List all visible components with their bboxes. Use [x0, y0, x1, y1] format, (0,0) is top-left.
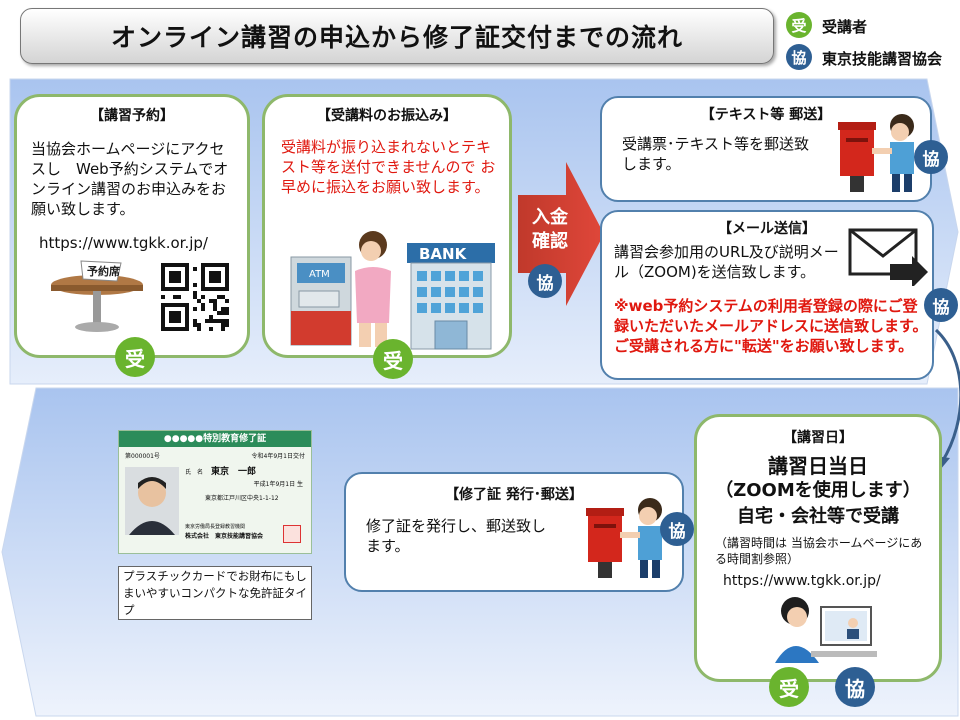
step-email-card: 【メール送信】 講習会参加用のURL及び説明メール（ZOOM)を送信致します。 … [600, 210, 934, 380]
atm-illustration: ATM [290, 231, 391, 347]
step-reservation-heading: 【講習予約】 [90, 108, 174, 124]
mailbox-illustration [586, 498, 662, 578]
step-payment-card: 【受講料のお振込み】 受講料が振り込まれないとテキスト等を送付できませんので お… [262, 94, 512, 379]
card-description-box: プラスチックカードでお財布にもしまいやすいコンパクトな免許証タイプ [118, 566, 312, 620]
payment-confirm-line2: 確認 [532, 231, 568, 252]
step-payment-body: 受講料が振り込まれないとテキスト等を送付できませんので お早めに振込をお願い致し… [281, 138, 496, 196]
lecture-day-line1: 講習日当日 [768, 454, 868, 478]
legend-trainee-badge: 受 [786, 12, 812, 38]
step-certificate-body: 修了証を発行し、郵送致します。 [366, 517, 547, 555]
certificate-address: 東京都江戸川区中央1-1-12 [205, 495, 279, 502]
association-badge: 協 [914, 140, 948, 174]
trainee-badge: 受 [115, 337, 155, 377]
step-email-body: 講習会参加用のURL及び説明メール（ZOOM)を送信致します。 [614, 243, 839, 281]
certificate-card-image: ●●●●●特別教育修了証 第000001号 令和4年9月1日交付 氏 名 東京 … [118, 430, 312, 554]
mailbox-illustration [838, 114, 914, 192]
certificate-header: ●●●●●特別教育修了証 [119, 431, 311, 447]
legend-trainee-label: 受講者 [822, 18, 868, 36]
step-lecture-day-heading: 【講習日】 [783, 430, 853, 446]
certificate-issue-date: 令和4年9月1日交付 [251, 453, 305, 460]
association-badge: 協 [528, 264, 562, 298]
certificate-birth: 平成1年9月1日 生 [253, 481, 303, 488]
certificate-number: 第000001号 [125, 453, 160, 460]
certificate-name: 東京 一郎 [211, 467, 257, 477]
legend-association-badge: 協 [786, 44, 812, 70]
step-payment-heading: 【受講料のお振込み】 [317, 108, 457, 124]
step-email-heading: 【メール送信】 [718, 221, 816, 237]
trainee-badge: 受 [373, 339, 413, 379]
lecture-day-line3: 自宅・会社等で受講 [737, 506, 899, 527]
step-lecture-day-card: 【講習日】 講習日当日 （ZOOMを使用します） 自宅・会社等で受講 （講習時間… [694, 414, 942, 707]
reserved-sign-text: 予約席 [87, 264, 120, 278]
step-certificate-heading: 【修了証 発行･郵送】 [445, 487, 583, 503]
reserved-table-illustration: 予約席 [51, 260, 143, 332]
page-title: オンライン講習の申込から修了証交付までの流れ [20, 8, 774, 64]
lecture-day-url[interactable]: https://www.tgkk.or.jp/ [723, 573, 881, 589]
legend-association-label: 東京技能講習協会 [822, 50, 943, 68]
step-reservation-body: 当協会ホームページにアクセスし Web予約システムでオンライン講習のお申込みをお… [31, 140, 229, 218]
card-description-text: プラスチックカードでお財布にもしまいやすいコンパクトな免許証タイプ [123, 569, 307, 617]
connector-curve [934, 328, 960, 463]
bank-illustration: BANK [407, 243, 495, 350]
step-text-mailing-body: 受講票･テキスト等を郵送致します。 [622, 135, 810, 173]
qr-code[interactable] [161, 263, 229, 331]
step-text-mailing-card: 【テキスト等 郵送】 受講票･テキスト等を郵送致します。 [600, 96, 932, 202]
lecture-day-line2: （ZOOMを使用します） [715, 480, 921, 501]
certificate-issuer2: 株式会社 東京技能講習協会 [185, 533, 264, 540]
step-email-note: ※web予約システムの利用者登録の際にご登録いただいたメールアドレスに送信致しま… [614, 297, 928, 355]
email-send-icon [848, 228, 928, 286]
step-reservation-card: 【講習予約】 当協会ホームページにアクセスし Web予約システムでオンライン講習… [14, 94, 250, 377]
step-reservation-url[interactable]: https://www.tgkk.or.jp/ [39, 234, 208, 252]
online-learning-illustration [775, 597, 877, 663]
association-badge: 協 [835, 667, 875, 707]
certificate-seal [283, 525, 301, 543]
payment-confirm-line1: 入金 [532, 207, 568, 228]
association-badge: 協 [924, 288, 958, 322]
step-text-mailing-heading: 【テキスト等 郵送】 [700, 107, 832, 123]
step-certificate-card: 【修了証 発行･郵送】 修了証を発行し、郵送致します。 [344, 472, 684, 592]
atm-label: ATM [309, 269, 330, 280]
trainee-badge: 受 [769, 667, 809, 707]
certificate-photo [125, 467, 179, 535]
lecture-day-note: （講習時間は 当協会ホームページにある時間割参照） [715, 536, 923, 566]
bank-label: BANK [419, 245, 468, 263]
certificate-name-label: 氏 名 [185, 469, 204, 476]
association-badge: 協 [660, 512, 694, 546]
certificate-issuer1: 東京労働局長登録教習機関 [185, 524, 246, 530]
payment-confirm-label: 入金 確認 [524, 206, 576, 254]
